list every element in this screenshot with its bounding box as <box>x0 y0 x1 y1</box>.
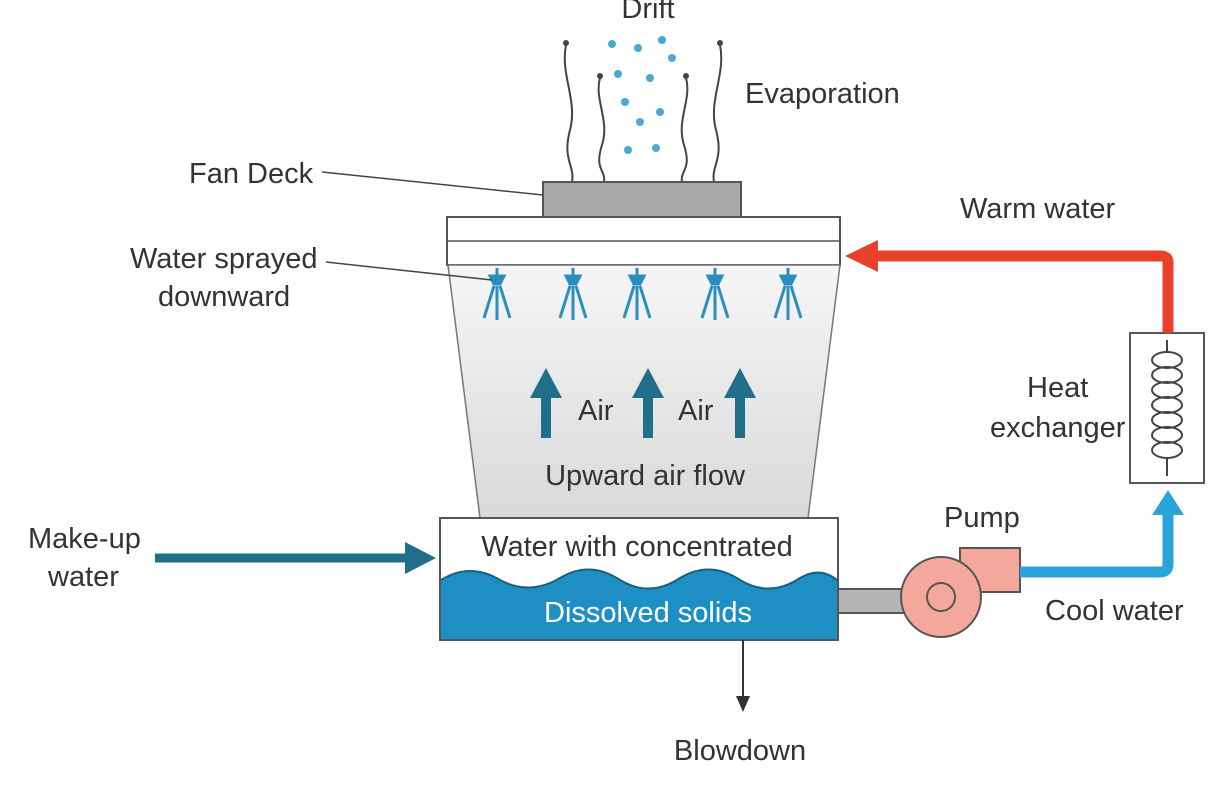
up-arrow-icon <box>632 368 664 438</box>
down-arrow-icon <box>736 696 750 712</box>
warm-water-label: Warm water <box>960 193 1116 225</box>
nozzle-icon <box>622 268 652 320</box>
makeup-water-label-line2: water <box>47 561 119 593</box>
basin-wave-outline <box>440 568 838 590</box>
makeup-water-label-line1: Make-up <box>28 523 141 555</box>
cool-water-label: Cool water <box>1045 595 1184 627</box>
nozzle-icon <box>773 268 803 320</box>
nozzle-icon <box>700 268 730 320</box>
outlet-pipe <box>837 588 907 614</box>
left-arrow-icon <box>845 240 878 272</box>
heat-exchanger <box>1129 332 1205 484</box>
drift-droplets <box>608 36 676 154</box>
nozzle-icon <box>482 268 512 320</box>
dissolved-solids-label: Dissolved solids <box>544 597 752 629</box>
drift-label: Drift <box>621 0 674 25</box>
pump-label: Pump <box>944 502 1020 534</box>
water-sprayed-leader <box>325 261 493 281</box>
air-label-2: Air <box>678 395 714 427</box>
nozzle-icon <box>558 268 588 320</box>
spray-nozzles <box>482 268 803 320</box>
evaporation-lines <box>563 44 723 183</box>
water-sprayed-label-line1: Water sprayed <box>130 243 318 275</box>
heat-exchanger-label-line1: Heat <box>1027 372 1088 404</box>
upward-air-flow-label: Upward air flow <box>545 460 746 492</box>
heat-exchanger-label-line2: exchanger <box>990 412 1126 444</box>
up-arrow-icon <box>530 368 562 438</box>
fan-deck-label: Fan Deck <box>189 158 314 190</box>
up-arrow-icon <box>724 368 756 438</box>
basin-text: Water with concentrated <box>481 531 793 563</box>
fan-deck <box>542 181 742 218</box>
warm-water-pipe <box>845 240 1174 333</box>
air-arrows <box>530 368 756 438</box>
right-arrow-icon <box>405 542 436 574</box>
up-arrow-icon <box>1152 490 1184 515</box>
blowdown-arrow <box>736 640 750 712</box>
air-label-1: Air <box>578 395 614 427</box>
fan-deck-leader <box>321 171 544 196</box>
evaporation-label: Evaporation <box>745 78 900 110</box>
makeup-water-arrow <box>155 542 436 574</box>
coil-icon <box>1151 340 1183 476</box>
evaporation-line-tips <box>563 40 723 79</box>
blowdown-label: Blowdown <box>674 735 806 767</box>
pump <box>900 547 1021 638</box>
cool-water-pipe <box>1020 490 1184 578</box>
water-sprayed-label-line2: downward <box>158 281 290 313</box>
